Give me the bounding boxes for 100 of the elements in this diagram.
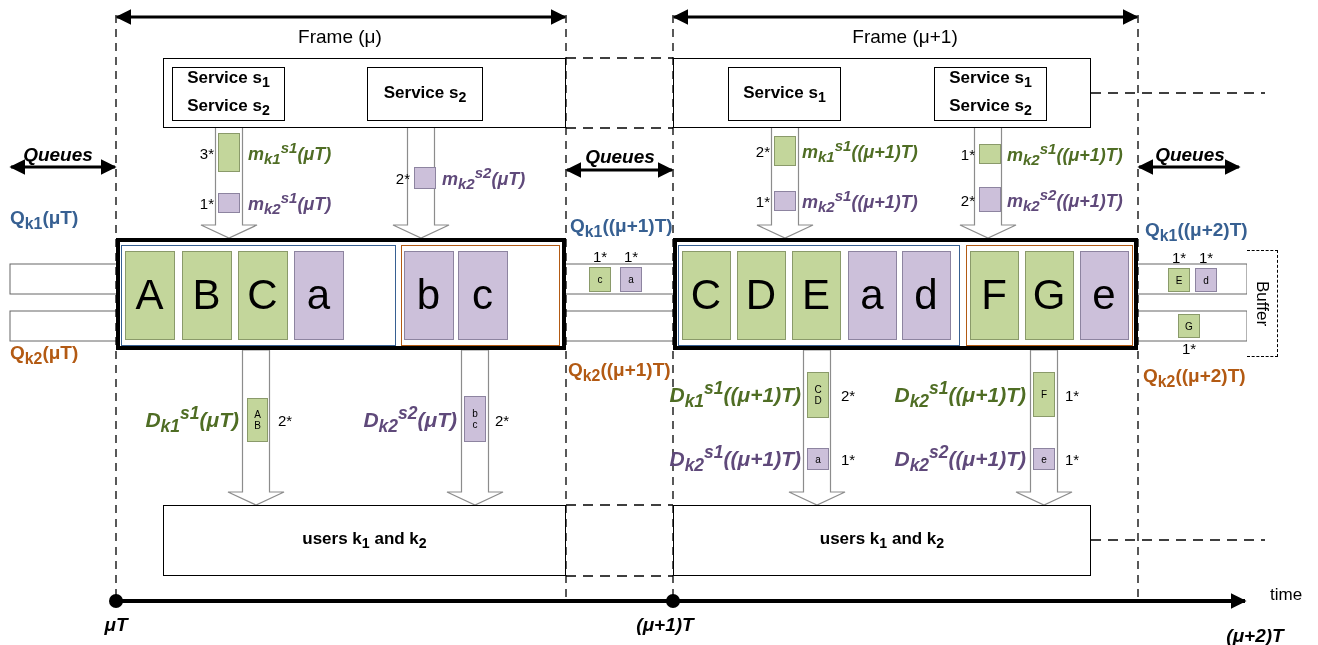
queue-label: Q$_{k1}$(μT) xyxy=(10,207,79,233)
delivery-label: D$_{k2}$$^{s1}$((μ+1)T) xyxy=(894,377,1026,413)
packet-block: B xyxy=(181,250,232,340)
message-label: m$_{k1}$$^{s1}$((μ+1)T) xyxy=(802,136,918,166)
packet-block: a xyxy=(807,448,829,470)
packet-block: E xyxy=(791,250,841,340)
queue-section xyxy=(678,245,960,346)
message-label: m$_{k2}$$^{s2}$(μT) xyxy=(442,163,526,193)
queue-label: Q$_{k2}$((μ+1)T) xyxy=(568,359,671,385)
packet-block xyxy=(979,187,1001,212)
packet-block: a xyxy=(293,250,344,340)
message-label: m$_{k1}$$^{s1}$(μT) xyxy=(248,138,332,168)
packet-block: b xyxy=(403,250,454,340)
queues-label: Queues xyxy=(1155,144,1225,166)
service-box xyxy=(172,67,285,121)
message-label: m$_{k2}$$^{s1}$(μT) xyxy=(248,188,332,218)
service-band xyxy=(163,58,566,128)
packet-block xyxy=(218,133,240,172)
block-arrow xyxy=(1015,349,1073,506)
count-label: 2* xyxy=(395,169,410,187)
count-label: 1* xyxy=(592,247,608,265)
count-label: 2* xyxy=(755,142,770,160)
count-label: 1* xyxy=(755,192,770,210)
users-box: users k$_{1}$ and k$_{2}$ xyxy=(673,505,1091,576)
delivery-label: D$_{k1}$$^{s1}$((μ+1)T) xyxy=(669,377,801,413)
frame-box xyxy=(116,238,566,350)
count-label: 1* xyxy=(1171,248,1187,266)
count-label: 1* xyxy=(1181,339,1197,357)
count-label: 1* xyxy=(199,194,214,212)
service-label: Service s$_{1}$ xyxy=(949,66,1032,92)
packet-block: C xyxy=(237,250,288,340)
packet-block: G xyxy=(1024,250,1074,340)
service-label: Service s$_{2}$ xyxy=(949,95,1032,121)
block-arrow xyxy=(788,349,846,506)
time-label: (μ+1)T xyxy=(636,614,694,636)
queue-label: Q$_{k1}$((μ+2)T) xyxy=(1145,219,1248,245)
packet-block: a xyxy=(620,267,642,292)
packet-block xyxy=(774,136,796,166)
packet-block: a xyxy=(847,250,897,340)
queue-section xyxy=(401,245,560,346)
service-box: Service s$_{2}$ xyxy=(367,67,483,121)
packet-block: b c xyxy=(464,396,486,442)
packet-block: E xyxy=(1168,268,1190,292)
packet-block: F xyxy=(969,250,1019,340)
queue-label: Q$_{k2}$(μT) xyxy=(10,342,79,368)
packet-block: e xyxy=(1033,448,1055,470)
packet-block: d xyxy=(901,250,951,340)
packet-block xyxy=(218,193,240,213)
users-box: users k$_{1}$ and k$_{2}$ xyxy=(163,505,566,576)
frame-box xyxy=(673,238,1138,350)
service-label: Service s$_{1}$ xyxy=(187,66,270,92)
frame-label: Frame (μ) xyxy=(298,26,382,48)
packet-block: A B xyxy=(247,398,268,442)
queue-section xyxy=(121,245,396,346)
delivery-label: D$_{k1}$$^{s1}$(μT) xyxy=(145,402,239,438)
count-label: 1* xyxy=(1065,386,1080,404)
count-label: 1* xyxy=(623,247,639,265)
delivery-label: D$_{k2}$$^{s2}$((μ+1)T) xyxy=(894,441,1026,477)
time-label: μT xyxy=(104,614,128,636)
count-label: 1* xyxy=(1065,450,1080,468)
count-label: 2* xyxy=(960,191,975,209)
packet-block: c xyxy=(457,250,508,340)
packet-block: F xyxy=(1033,372,1055,417)
count-label: 2* xyxy=(841,386,856,404)
packet-block: d xyxy=(1195,268,1217,292)
service-box xyxy=(934,67,1047,121)
message-label: m$_{k2}$$^{s1}$((μ+1)T) xyxy=(802,186,918,216)
message-label: m$_{k2}$$^{s2}$((μ+1)T) xyxy=(1007,185,1123,215)
count-label: 2* xyxy=(495,411,510,429)
service-band xyxy=(673,58,1091,128)
queues-label: Queues xyxy=(585,146,655,168)
queue-label: Q$_{k2}$((μ+2)T) xyxy=(1143,365,1246,391)
service-label: Service s$_{2}$ xyxy=(187,95,270,121)
packet-block: D xyxy=(736,250,786,340)
count-label: 1* xyxy=(1198,248,1214,266)
frame-label: Frame (μ+1) xyxy=(852,26,958,48)
packet-block xyxy=(979,144,1001,164)
packet-block: e xyxy=(1079,250,1129,340)
count-label: 1* xyxy=(960,145,975,163)
block-arrow xyxy=(227,349,285,506)
buffer-box: Buffer xyxy=(1247,250,1278,357)
block-arrow xyxy=(446,349,504,506)
queues-label: Queues xyxy=(23,144,93,166)
delivery-label: D$_{k2}$$^{s2}$(μT) xyxy=(363,402,457,438)
count-label: 1* xyxy=(841,450,856,468)
delivery-label: D$_{k2}$$^{s1}$((μ+1)T) xyxy=(669,441,801,477)
message-label: m$_{k2}$$^{s1}$((μ+1)T) xyxy=(1007,139,1123,169)
queue-label: Q$_{k1}$((μ+1)T) xyxy=(570,215,673,241)
count-label: 3* xyxy=(199,144,214,162)
axis-label: time xyxy=(1270,585,1303,605)
packet-block xyxy=(774,191,796,211)
count-label: 2* xyxy=(278,411,293,429)
packet-block: A xyxy=(124,250,175,340)
packet-block: C D xyxy=(807,372,829,418)
packet-block: C xyxy=(681,250,731,340)
queue-section xyxy=(966,245,1133,346)
packet-block: G xyxy=(1178,314,1200,338)
packet-block: c xyxy=(589,267,611,292)
packet-block xyxy=(414,167,436,189)
service-box: Service s$_{1}$ xyxy=(728,67,841,121)
